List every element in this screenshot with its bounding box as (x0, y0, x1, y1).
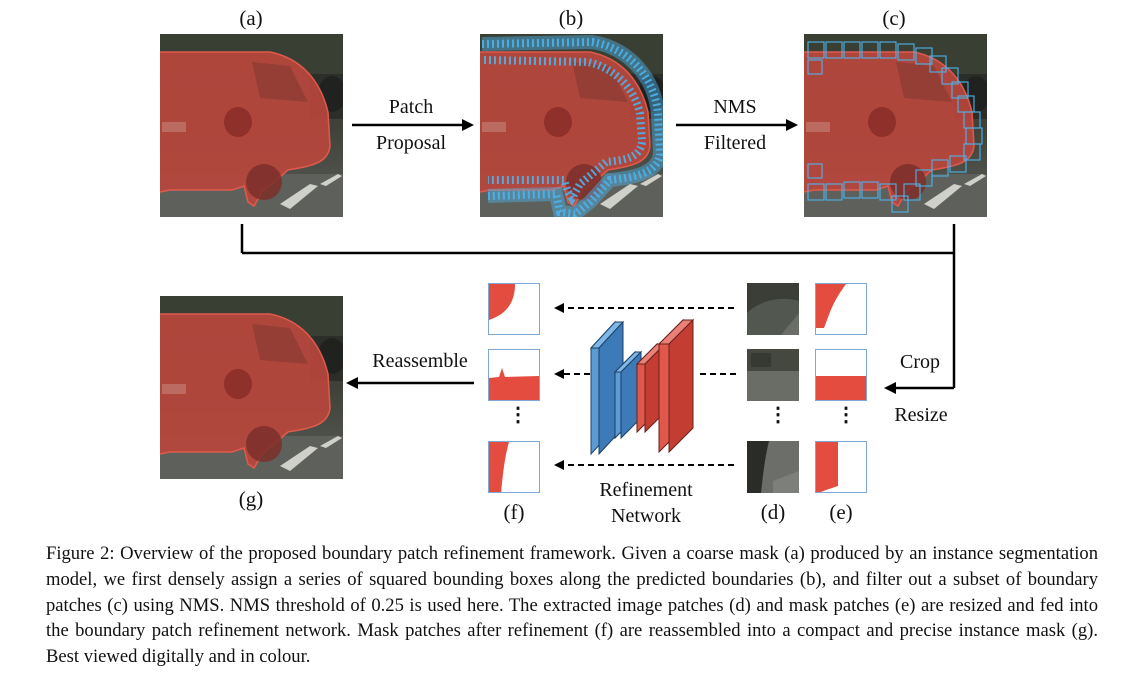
refinement-network-diagram (589, 318, 695, 456)
arrow-label-patch: Patch (388, 96, 434, 118)
panel-label-a: (a) (239, 6, 263, 30)
refined-patch-2 (488, 349, 540, 401)
coarse-mask-image (160, 34, 343, 217)
refined-patch-3 (488, 441, 540, 493)
panel-label-d: (d) (760, 500, 786, 524)
mask-patch-2 (815, 349, 867, 401)
arrow-label-nms: NMS (713, 96, 757, 118)
panel-label-e: (e) (829, 500, 853, 524)
refined-patch-1 (488, 283, 540, 335)
image-patch-1 (747, 283, 799, 335)
image-patch-2 (747, 349, 799, 401)
arrow-label-proposal: Proposal (376, 132, 446, 154)
figure-caption: Figure 2: Overview of the proposed bound… (46, 543, 1098, 668)
ellipsis-d: ⋮ (768, 404, 788, 426)
dashed-arrows (554, 303, 736, 470)
refined-mask-image (160, 296, 343, 479)
arrow-label-resize: Resize (894, 404, 948, 426)
ellipsis-f: ⋮ (508, 404, 528, 426)
panel-label-g: (g) (238, 487, 264, 511)
arrow-reassemble (346, 377, 474, 389)
network-label-refinement: Refinement (599, 479, 693, 501)
panel-label-c: (c) (882, 6, 906, 30)
mask-patch-1 (815, 283, 867, 335)
dense-boxes-image (480, 34, 663, 217)
arrow-label-crop: Crop (900, 351, 940, 373)
network-label-network: Network (611, 505, 681, 527)
panel-label-f: (f) (503, 500, 525, 524)
mask-patch-3 (815, 441, 867, 493)
arrow-label-filtered: Filtered (703, 132, 767, 154)
connector-line (240, 224, 956, 394)
arrow-label-reassemble: Reassemble (372, 350, 468, 372)
arrow-patch-proposal (352, 119, 474, 131)
arrow-nms-filtered (676, 119, 798, 131)
filtered-boxes-image (804, 34, 987, 217)
panel-label-b: (b) (558, 6, 584, 30)
image-patch-3 (747, 441, 799, 493)
ellipsis-e: ⋮ (836, 404, 856, 426)
